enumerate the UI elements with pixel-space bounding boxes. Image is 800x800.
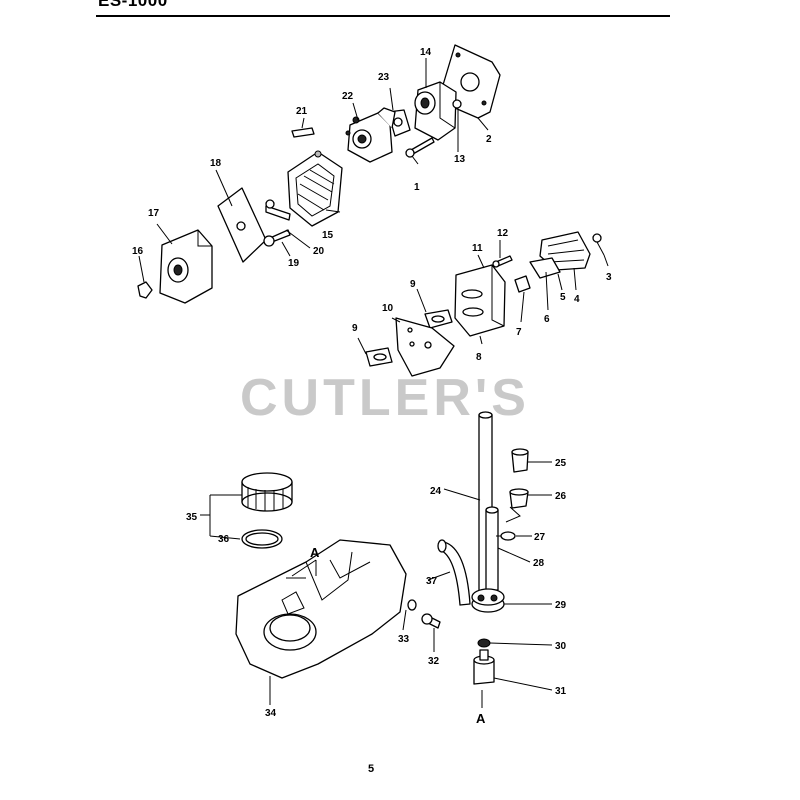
callout-17: 17	[148, 208, 160, 219]
part-9-gasket-lower	[365, 347, 393, 367]
part-8-muffler-body	[454, 264, 506, 337]
callout-7: 7	[516, 327, 522, 338]
part-9-gasket-upper	[424, 309, 453, 329]
callout-18: 18	[210, 158, 222, 169]
callout-35: 35	[186, 512, 198, 523]
part-21-clip	[291, 127, 315, 138]
callout-23: 23	[378, 72, 390, 83]
callout-27: 27	[534, 532, 546, 543]
part-22-carburetor	[345, 107, 396, 163]
callout-37: 37	[426, 576, 438, 587]
callout-5: 5	[560, 292, 566, 303]
callout-15: 15	[322, 230, 334, 241]
callout-33: 33	[398, 634, 410, 645]
callout-28: 28	[533, 558, 545, 569]
part-20-choke-lever	[265, 199, 291, 221]
part-17-air-cleaner-cover	[159, 229, 213, 304]
callout-4: 4	[574, 294, 580, 305]
callout-25: 25	[555, 458, 567, 469]
part-3-bolt	[592, 233, 605, 256]
part-14-insulator	[414, 81, 457, 141]
part-19-screw	[263, 229, 291, 247]
callout-12: 12	[497, 228, 509, 239]
callout-19: 19	[288, 258, 300, 269]
part-25-cap	[511, 448, 529, 473]
callout-29: 29	[555, 600, 567, 611]
part-12-screw	[492, 255, 513, 268]
callout-14: 14	[420, 47, 432, 58]
part-7-plate	[514, 275, 531, 293]
ref-marker-tank: A	[310, 545, 320, 560]
callout-24: 24	[430, 486, 442, 497]
part-32-screw	[421, 613, 441, 629]
page-number: 5	[368, 763, 375, 775]
callout-16: 16	[132, 246, 144, 257]
part-28-fuel-pipe	[485, 506, 499, 591]
callout-labels: 1213141516171819202122233456789910111224…	[132, 47, 612, 719]
part-5-plate	[529, 257, 561, 279]
part-31-fuel-filter	[473, 649, 495, 685]
part-18-filter-element	[217, 187, 267, 263]
leader-lines	[138, 58, 609, 708]
reference-markers: A A	[310, 545, 486, 726]
callout-8: 8	[476, 352, 482, 363]
callout-9b: 9	[352, 323, 358, 334]
part-13-oring	[452, 99, 462, 109]
callout-2: 2	[486, 134, 492, 145]
callout-26: 26	[555, 491, 567, 502]
part-26-cap	[509, 488, 529, 509]
part-10-heat-shield	[395, 317, 455, 377]
part-15-air-cleaner-base	[287, 150, 343, 227]
header-rule	[96, 15, 670, 17]
callout-11: 11	[472, 243, 483, 254]
callout-31: 31	[555, 686, 567, 697]
part-33-washer	[407, 599, 417, 611]
part-37-fuel-hose	[437, 539, 471, 606]
callout-9a: 9	[410, 279, 416, 290]
callout-13: 13	[454, 154, 466, 165]
part-1-bolt	[405, 137, 435, 158]
part-30-spring	[477, 638, 491, 648]
part-35-fuel-cap	[241, 472, 293, 512]
callout-1: 1	[414, 182, 420, 193]
callout-21: 21	[296, 106, 308, 117]
ref-marker-filter: A	[476, 711, 486, 726]
part-27-clip	[496, 531, 516, 541]
callout-36: 36	[218, 534, 230, 545]
page-title: ES-1000	[98, 0, 168, 10]
callout-6: 6	[544, 314, 550, 325]
callout-10: 10	[382, 303, 394, 314]
callout-22: 22	[342, 91, 354, 102]
part-16-wing-nut	[137, 281, 153, 299]
part-36-gasket-ring	[241, 529, 283, 549]
callout-34: 34	[265, 708, 277, 719]
callout-30: 30	[555, 641, 567, 652]
part-29-grommet	[471, 588, 505, 613]
callout-32: 32	[428, 656, 440, 667]
watermark: CUTLER'S	[240, 369, 530, 427]
part-34-fuel-tank	[235, 539, 407, 679]
callout-3: 3	[606, 272, 612, 283]
callout-20: 20	[313, 246, 325, 257]
